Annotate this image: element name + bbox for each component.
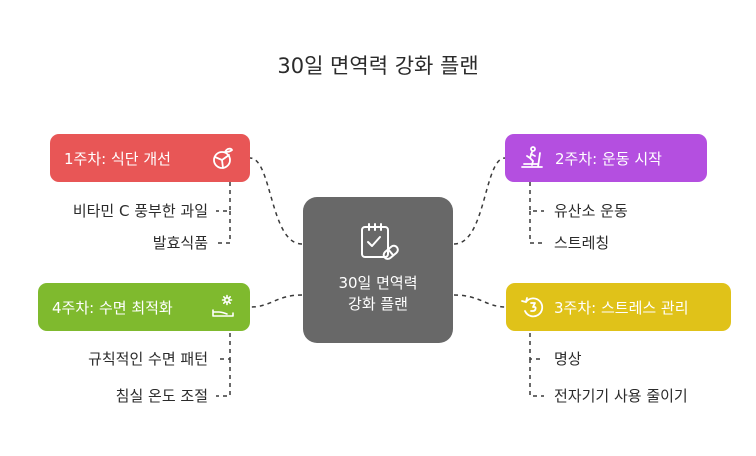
- week1-item-1: 비타민 C 풍부한 과일: [72, 202, 208, 220]
- week4-item-2: 침실 온도 조절: [115, 387, 208, 405]
- center-node: 30일 면역력 강화 플랜: [303, 197, 453, 343]
- treadmill-icon: [521, 146, 543, 168]
- week3-label: 3주차: 스트레스 관리: [554, 298, 689, 317]
- clipboard-check-pill-icon: [361, 223, 399, 260]
- week1-item-2: 발효식품: [152, 234, 208, 252]
- link-week2-leaf2: [529, 211, 544, 244]
- fruit-icon: [213, 147, 234, 169]
- week3-item-2: 전자기기 사용 줄이기: [554, 387, 688, 405]
- link-week1-leaf1: [216, 182, 231, 212]
- week3-node[interactable]: 3주차: 스트레스 관리: [506, 283, 731, 331]
- link-week2-leaf1: [529, 182, 544, 212]
- center-label-line1: 30일 면역력: [338, 274, 418, 292]
- link-week3-leaf1: [529, 333, 544, 360]
- week4-label: 4주차: 수면 최적화: [52, 298, 173, 317]
- link-center-week3: [453, 294, 507, 308]
- week4-node[interactable]: 4주차: 수면 최적화: [38, 283, 250, 331]
- week1-node[interactable]: 1주차: 식단 개선: [50, 134, 250, 182]
- link-week3-leaf2: [529, 359, 544, 397]
- week2-item-2: 스트레칭: [554, 234, 610, 252]
- link-center-week2: [453, 157, 506, 245]
- stress-cycle-icon: [521, 297, 544, 318]
- week2-item-1: 유산소 운동: [554, 202, 628, 220]
- center-label-line2: 강화 플랜: [348, 295, 408, 313]
- sleep-gear-icon: [212, 294, 234, 317]
- link-week1-leaf2: [216, 211, 231, 244]
- link-week4-leaf2: [216, 359, 231, 397]
- link-week4-leaf1: [216, 333, 231, 360]
- week1-label: 1주차: 식단 개선: [64, 149, 171, 168]
- diagram-title: 30일 면역력 강화 플랜: [277, 54, 479, 78]
- week4-item-1: 규칙적인 수면 패턴: [88, 350, 208, 368]
- week3-item-1: 명상: [554, 350, 582, 368]
- link-center-week1: [249, 157, 303, 245]
- week2-node[interactable]: 2주차: 운동 시작: [505, 134, 707, 182]
- link-center-week4: [249, 294, 303, 308]
- week2-label: 2주차: 운동 시작: [555, 149, 662, 168]
